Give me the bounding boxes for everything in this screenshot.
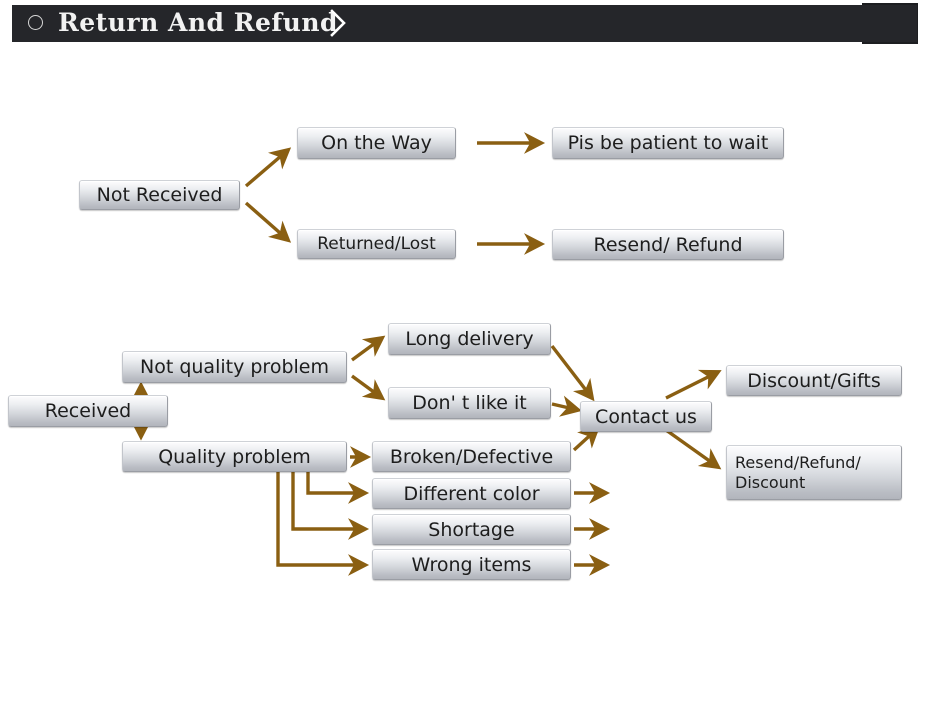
- arrow-not-received-to-returned-lost: [244, 201, 292, 243]
- arrow-quality-to-different-color: [306, 472, 370, 504]
- chevron-right-icon: [330, 9, 346, 37]
- arrow-dont-like-it-to-contact-us: [551, 395, 582, 417]
- arrow-broken-to-contact-us: [572, 426, 601, 452]
- box-dont-like-it[interactable]: Don' t like it: [388, 387, 551, 419]
- box-received[interactable]: Received: [8, 395, 168, 427]
- arrow-not-received-to-on-the-way: [244, 147, 292, 188]
- box-wrong-items[interactable]: Wrong items: [372, 549, 571, 580]
- header-banner: [12, 5, 917, 42]
- box-not-quality-problem[interactable]: Not quality problem: [122, 351, 347, 383]
- box-not-received[interactable]: Not Received: [79, 180, 240, 210]
- box-resend-refund-discount[interactable]: Resend/Refund/ Discount: [726, 445, 902, 500]
- box-broken-defective[interactable]: Broken/Defective: [372, 441, 571, 472]
- arrow-not-quality-to-long-delivery: [350, 335, 386, 362]
- arrow-contact-us-to-resend-refund-discount: [665, 428, 722, 470]
- box-discount-gifts[interactable]: Discount/Gifts: [726, 365, 902, 396]
- circle-outline-icon: [28, 15, 43, 30]
- box-pls-be-patient-to-wait[interactable]: Pis be patient to wait: [552, 127, 784, 159]
- box-resend-refund[interactable]: Resend/ Refund: [552, 229, 784, 260]
- box-different-color[interactable]: Different color: [372, 478, 571, 509]
- arrow-contact-us-to-discount-gifts: [665, 369, 722, 400]
- box-contact-us[interactable]: Contact us: [580, 401, 712, 432]
- box-shortage[interactable]: Shortage: [372, 514, 571, 545]
- arrow-quality-to-shortage: [291, 472, 370, 540]
- box-returned-lost[interactable]: Returned/Lost: [297, 229, 456, 259]
- box-on-the-way[interactable]: On the Way: [297, 127, 456, 159]
- page-title: Return And Refund: [58, 8, 338, 37]
- arrow-not-quality-to-dont-like-it: [350, 374, 386, 401]
- arrow-quality-to-wrong-items: [276, 472, 370, 576]
- box-long-delivery[interactable]: Long delivery: [388, 323, 551, 355]
- box-quality-problem[interactable]: Quality problem: [122, 441, 347, 472]
- arrow-long-delivery-to-contact-us: [550, 344, 595, 402]
